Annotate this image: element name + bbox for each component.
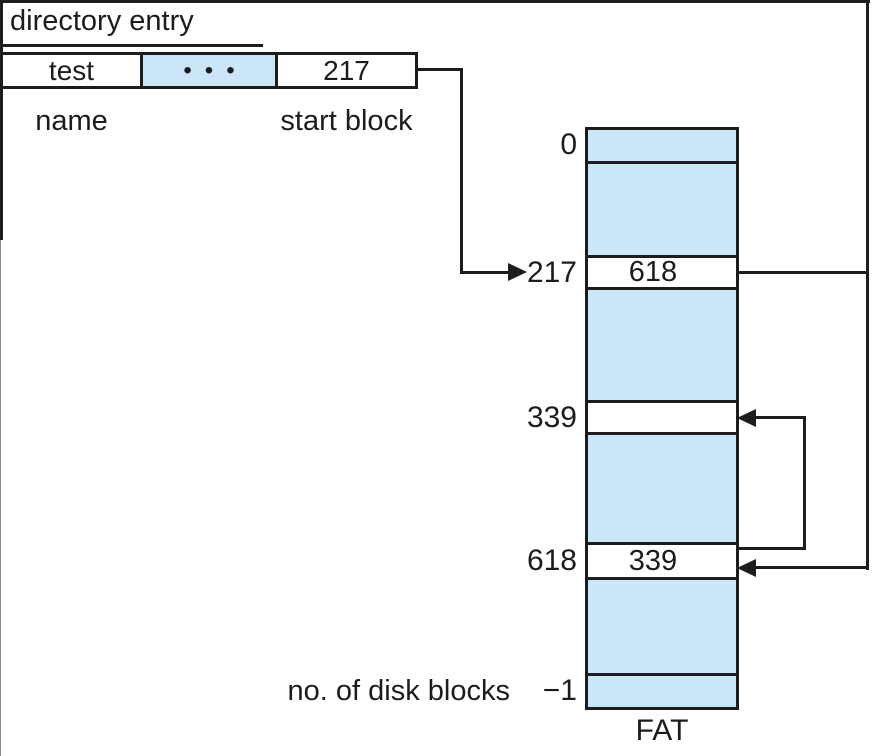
fat-value-217: 618	[628, 256, 678, 288]
title-underline	[0, 44, 263, 47]
directory-name-value: test	[48, 54, 95, 86]
fat-index-label-217: 217	[526, 256, 577, 289]
arrow-618-to-339-segment-v	[803, 416, 806, 550]
arrow-start-to-217-segment-h2	[460, 271, 510, 274]
arrowhead-start-to-217	[508, 263, 527, 281]
directory-name-cell: test	[0, 52, 143, 89]
arrow-start-to-217-segment-v	[460, 68, 463, 274]
arrow-start-to-217-segment-h1	[418, 68, 463, 71]
disk-blocks-note: no. of disk blocks	[287, 675, 510, 707]
name-label: name	[35, 105, 108, 137]
fat-index-label-339: 339	[526, 401, 577, 434]
fat-row-eof-divider	[588, 673, 736, 676]
fat-row-618	[588, 542, 736, 580]
fat-row-217	[588, 255, 736, 290]
arrow-217-to-618-segment-h2	[755, 566, 867, 569]
arrow-618-to-339-segment-h1	[736, 547, 806, 550]
fat-index-label-eof: −1	[542, 674, 577, 707]
ellipsis-dots-icon: •••	[183, 56, 248, 84]
left-border-line	[0, 0, 3, 240]
directory-start-block-value: 217	[323, 54, 370, 86]
arrowhead-217-to-618	[737, 559, 756, 577]
fat-row-339	[588, 400, 736, 435]
figure-title: directory entry	[10, 5, 194, 37]
start-block-label: start block	[280, 105, 413, 137]
fat-index-label-618: 618	[526, 544, 577, 577]
fat-index-label-0: 0	[560, 128, 577, 161]
top-border-line	[0, 0, 870, 3]
directory-start-block-cell: 217	[275, 52, 418, 89]
fat-value-618: 339	[628, 545, 678, 577]
arrow-217-to-618-segment-v	[866, 0, 869, 570]
fat-caption: FAT	[635, 714, 689, 747]
directory-middle-cell: •••	[140, 52, 278, 89]
arrowhead-618-to-339	[737, 409, 756, 427]
arrow-217-to-618-segment-h1	[736, 271, 867, 274]
arrow-618-to-339-segment-h2	[755, 416, 806, 419]
left-page-edge-line	[0, 240, 1, 756]
fat-row-0-divider	[588, 161, 736, 164]
